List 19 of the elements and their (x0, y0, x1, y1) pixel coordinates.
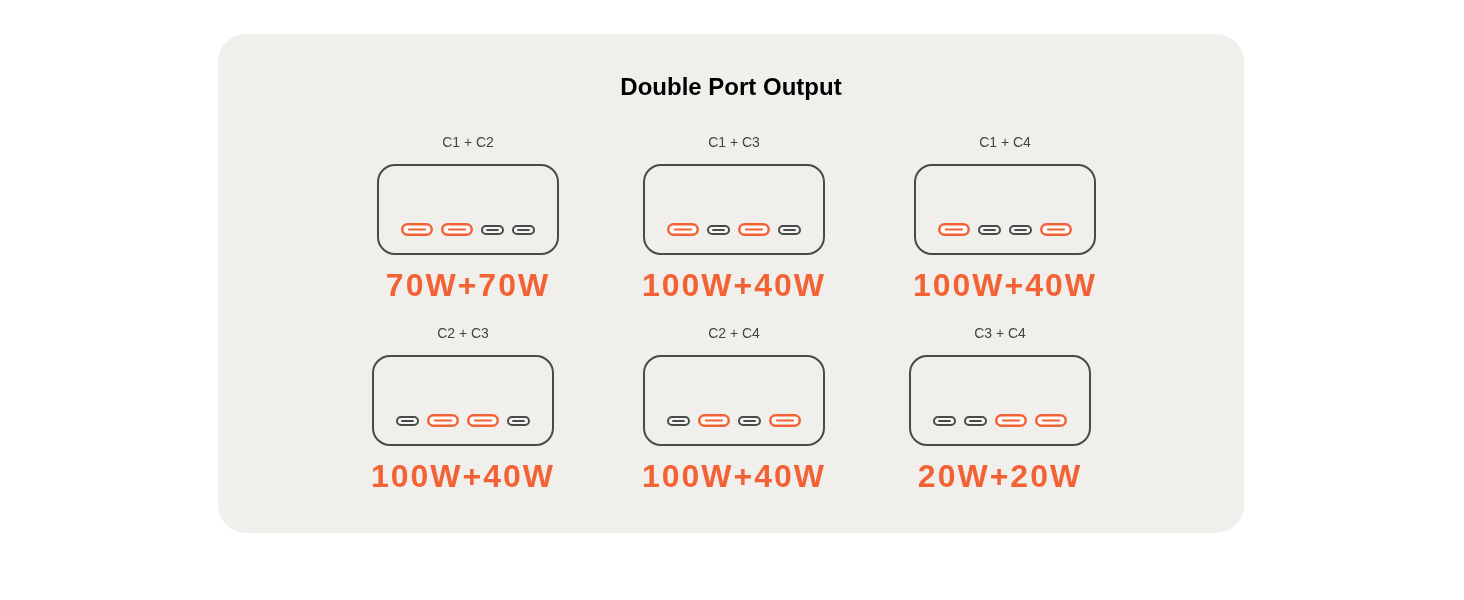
port-pair-caption: C2 + C3 (437, 324, 489, 342)
power-output-label: 70W+70W (385, 269, 551, 301)
charger-outline (372, 355, 554, 446)
port-pair-caption: C1 + C3 (708, 133, 760, 151)
power-output-label: 100W+40W (641, 269, 827, 301)
charger-outline (643, 355, 825, 446)
power-output-label: 100W+40W (370, 460, 556, 492)
diagram-title: Double Port Output (620, 72, 842, 102)
power-output-label: 100W+40W (912, 269, 1098, 301)
charger-outline (643, 164, 825, 255)
charger-outline (909, 355, 1091, 446)
port-pair-caption: C1 + C4 (979, 133, 1031, 151)
power-output-label: 20W+20W (917, 460, 1083, 492)
charger-outline (377, 164, 559, 255)
port-pair-caption: C3 + C4 (974, 324, 1026, 342)
power-output-label: 100W+40W (641, 460, 827, 492)
port-pair-caption: C1 + C2 (442, 133, 494, 151)
charger-outline (914, 164, 1096, 255)
port-pair-caption: C2 + C4 (708, 324, 760, 342)
